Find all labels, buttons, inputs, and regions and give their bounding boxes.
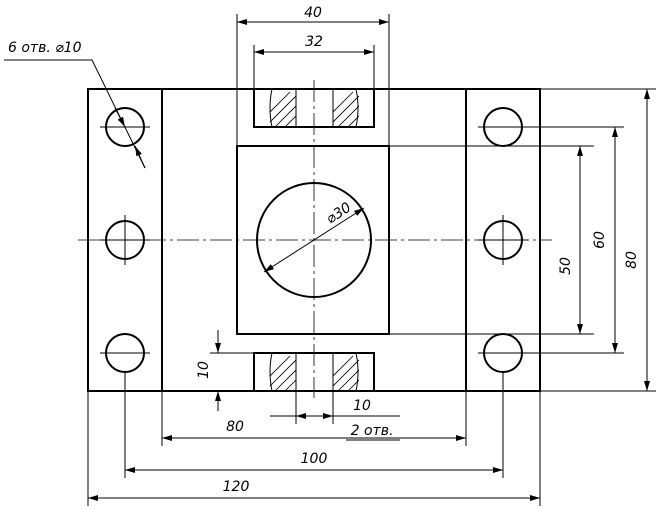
dim-10-width-label: 10	[353, 398, 371, 414]
top-slot	[253, 88, 375, 128]
dim-80-half-label: 80	[226, 419, 244, 435]
dim-10-depth-label: 10	[196, 361, 212, 379]
dim-line-bore	[263, 207, 365, 273]
extension-lines	[87, 14, 656, 506]
two-holes-label: 2 отв.	[351, 423, 394, 439]
dim-40-label: 40	[304, 5, 322, 21]
dim-80-label: 80	[624, 251, 640, 269]
dimension-labels: 40 32 6 отв. ⌀10 ⌀30 50 60 80 10 10 80 2…	[8, 5, 640, 495]
dim-120-label: 120	[223, 479, 250, 495]
bottom-slot	[253, 352, 375, 392]
leader-holes	[4, 59, 146, 169]
dim-60-label: 60	[592, 231, 608, 249]
dimension-lines	[4, 19, 650, 501]
dim-100-label: 100	[301, 451, 328, 467]
bore-label: ⌀30	[323, 200, 354, 228]
dim-32-label: 32	[305, 34, 323, 50]
holes-callout-label: 6 отв. ⌀10	[8, 40, 82, 56]
dim-50-label: 50	[558, 257, 574, 275]
